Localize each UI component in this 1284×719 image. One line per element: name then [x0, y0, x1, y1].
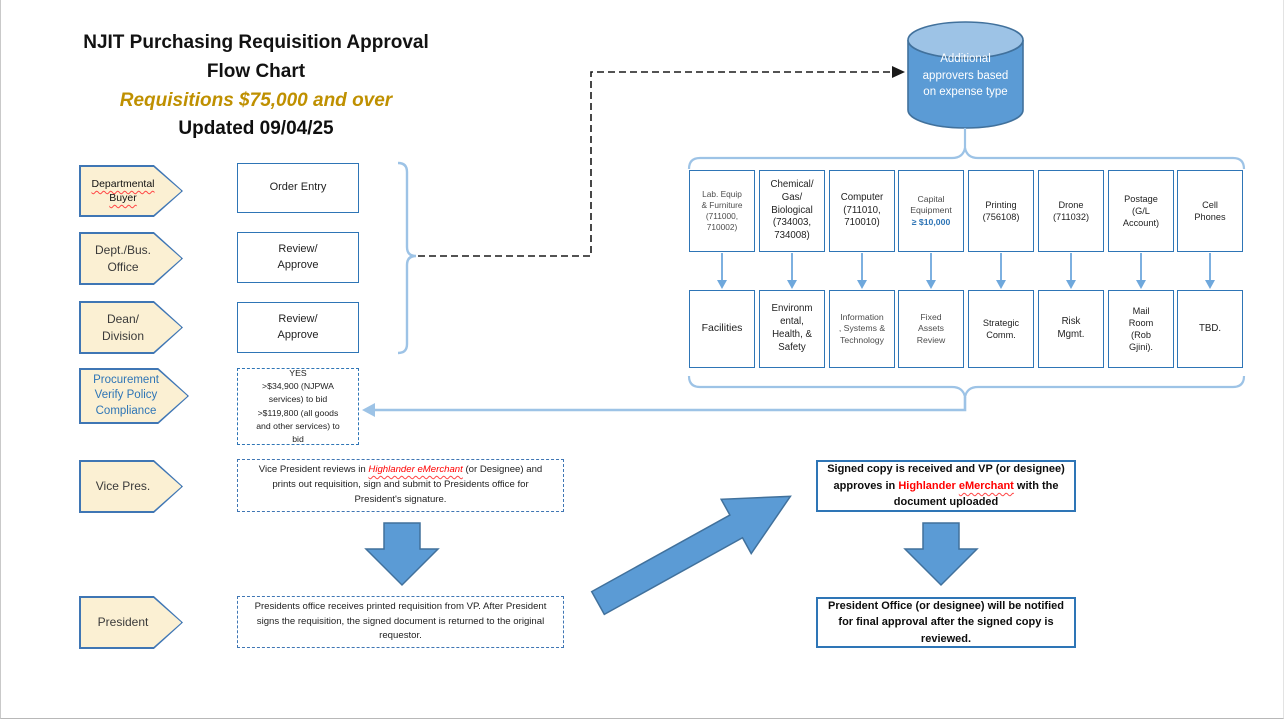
capital-equipment-label: Capital Equipment [910, 193, 952, 216]
signed-copy-text: Signed copy is received and VP (or desig… [827, 463, 1065, 509]
approver-information-systems-technology: Information , Systems & Technology [829, 290, 895, 368]
step-review-approve-2: Review/ Approve [237, 302, 359, 353]
expense-postage: Postage (G/L Account) [1108, 170, 1174, 252]
role-president: President [79, 596, 183, 649]
grid-to-yes-connector [375, 397, 967, 412]
step-order-entry: Order Entry [237, 163, 359, 213]
role-departmental-buyer: Departmental Buyer [79, 165, 183, 217]
grid-top-brace [687, 147, 1246, 170]
expense-chemical-gas-biological: Chemical/ Gas/ Biological (734003, 73400… [759, 170, 825, 252]
dashed-connector-arrowhead [892, 66, 905, 78]
chart-title-line2: Flow Chart [206, 61, 306, 82]
approver-strategic-comm: Strategic Comm. [968, 290, 1034, 368]
expense-drone: Drone (711032) [1038, 170, 1104, 252]
emerchant-brand-word: eMerchant [958, 479, 1014, 492]
approver-mail-room: Mail Room (Rob Gjini). [1108, 290, 1174, 368]
role-label: Vice Pres. [95, 479, 151, 494]
approver-facilities: Facilities [689, 290, 755, 368]
role-vice-pres: Vice Pres. [79, 460, 183, 513]
cylinder-label: Additional approvers based on expense ty… [922, 53, 1009, 99]
role-label: Dept./Bus. Office [94, 243, 152, 274]
vp-down-arrow [364, 522, 440, 587]
approver-risk-mgmt: Risk Mgmt. [1038, 290, 1104, 368]
capital-equipment-threshold: ≥ $10,000 [911, 216, 951, 227]
grid-bottom-brace [687, 375, 1246, 398]
chart-subtitle: Requisitions $75,000 and over [119, 90, 393, 111]
president-final-approval-text: President Office (or designee) will be n… [828, 599, 1064, 645]
highlander-brand-word: Highlander [898, 479, 959, 492]
diagonal-up-arrow [590, 495, 792, 616]
grid-column-arrows [717, 253, 1215, 289]
signed-copy-box: Signed copy is received and VP (or desig… [816, 460, 1076, 512]
expense-computer: Computer (711010, 710010) [829, 170, 895, 252]
approver-tbd: TBD. [1177, 290, 1243, 368]
president-final-approval-box: President Office (or designee) will be n… [816, 597, 1076, 648]
approver-fixed-assets-review: Fixed Assets Review [898, 290, 964, 368]
step-review-approve-1: Review/ Approve [237, 232, 359, 283]
approver-environmental-health-safety: Environm ental, Health, & Safety [759, 290, 825, 368]
steps-brace [397, 161, 417, 355]
expense-capital-equipment: Capital Equipment ≥ $10,000 [898, 170, 964, 252]
vp-review-note: Vice President reviews in Highlander eMe… [237, 459, 564, 512]
role-label: Procurement Verify Policy Compliance [93, 373, 159, 417]
vp-review-note-text: Vice President reviews in Highlander eMe… [258, 464, 543, 505]
role-dept-bus-office: Dept./Bus. Office [79, 232, 183, 285]
expense-lab-equip-furniture: Lab. Equip & Furniture (711000, 710002) [689, 170, 755, 252]
role-label: Departmental Buyer [91, 177, 155, 204]
expense-printing: Printing (756108) [968, 170, 1034, 252]
yes-threshold-box: YES >$34,900 (NJPWA services) to bid >$1… [237, 368, 359, 445]
role-label: President [97, 615, 149, 630]
chart-title-line1: NJIT Purchasing Requisition Approval [83, 32, 429, 53]
president-office-note-text: Presidents office receives printed requi… [254, 600, 547, 642]
role-dean-division: Dean/ Division [79, 301, 183, 354]
yes-arrowhead [362, 403, 375, 417]
expense-cell-phones: Cell Phones [1177, 170, 1243, 252]
role-procurement: Procurement Verify Policy Compliance [79, 368, 189, 424]
highlander-emerchant-brand: Highlander eMerchant [368, 464, 463, 476]
chart-updated-date: Updated 09/04/25 [178, 118, 334, 139]
role-label: Dean/ Division [101, 312, 144, 343]
president-office-note: Presidents office receives printed requi… [237, 596, 564, 648]
chart-title-block: NJIT Purchasing Requisition Approval Flo… [56, 28, 456, 143]
signed-down-arrow [903, 522, 979, 587]
